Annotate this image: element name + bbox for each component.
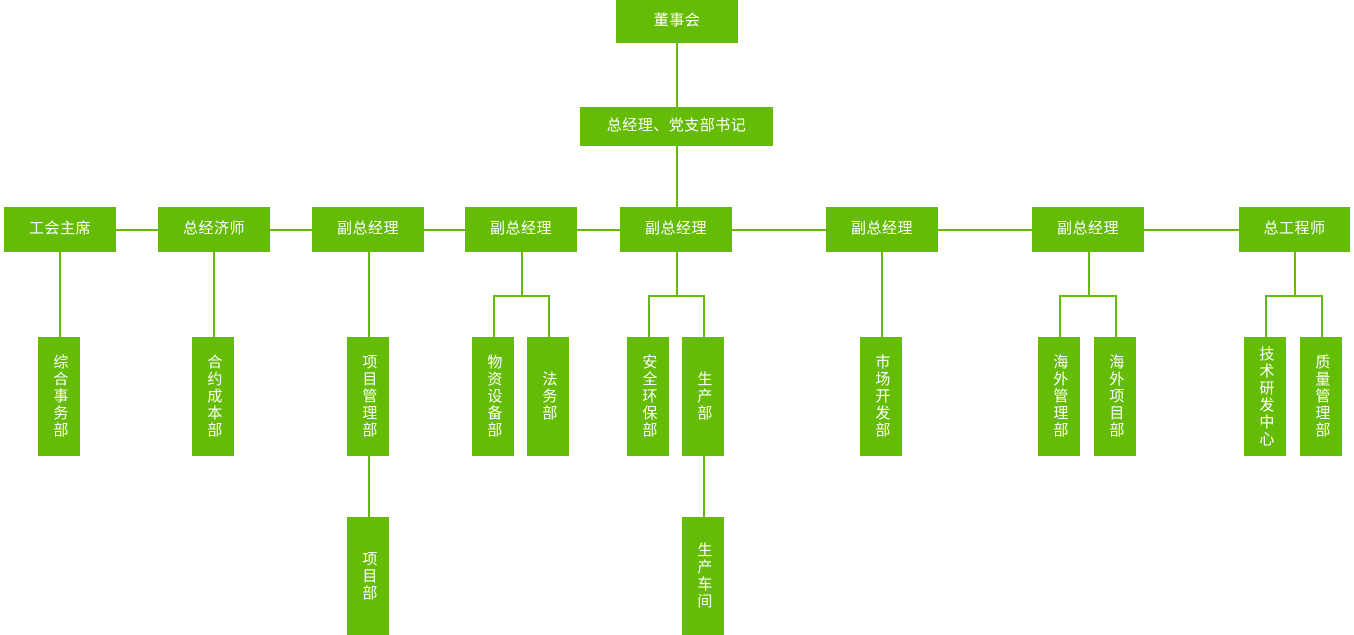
- node-dept-production-label: 生产部: [695, 371, 713, 422]
- connector-deputy-2-bar: [493, 295, 550, 297]
- connector-chief-engineer-bar: [1265, 295, 1323, 297]
- node-deputy-gm-1[interactable]: 副总经理: [312, 207, 424, 252]
- node-dept-overseas-project-label: 海外项目部: [1107, 354, 1125, 439]
- node-deputy-gm-2[interactable]: 副总经理: [465, 207, 577, 252]
- connector-overseas-mgmt-drop: [1059, 295, 1061, 337]
- node-unit-production-workshop[interactable]: 生产车间: [682, 517, 724, 635]
- node-deputy-gm-2-label: 副总经理: [489, 220, 552, 238]
- node-deputy-gm-4-label: 副总经理: [850, 220, 913, 238]
- connector-board-to-gm: [676, 42, 678, 107]
- connector-deputy-5-stem: [1088, 252, 1090, 296]
- connector-materials-drop: [493, 295, 495, 337]
- connector-safety-drop: [648, 295, 650, 337]
- node-dept-production[interactable]: 生产部: [682, 337, 724, 456]
- node-deputy-gm-5[interactable]: 副总经理: [1032, 207, 1144, 252]
- node-deputy-gm-3-label: 副总经理: [644, 220, 707, 238]
- node-deputy-gm-3[interactable]: 副总经理: [620, 207, 732, 252]
- connector-deputy-1-drop: [368, 252, 370, 337]
- node-chief-economist[interactable]: 总经济师: [158, 207, 270, 252]
- node-deputy-gm-1-label: 副总经理: [336, 220, 399, 238]
- connector-deputy-4-drop: [881, 252, 883, 337]
- node-chief-engineer-label: 总工程师: [1263, 220, 1326, 238]
- node-dept-market-development[interactable]: 市场开发部: [860, 337, 902, 456]
- connector-quality-drop: [1321, 295, 1323, 337]
- connector-union-chair-drop: [59, 252, 61, 337]
- node-dept-general-affairs-label: 综合事务部: [51, 354, 69, 439]
- node-dept-market-development-label: 市场开发部: [873, 354, 891, 439]
- connector-deputy-3-stem: [676, 252, 678, 296]
- node-dept-tech-rd-center[interactable]: 技术研发中心: [1244, 337, 1286, 456]
- node-board-label: 董事会: [653, 12, 701, 30]
- node-union-chair[interactable]: 工会主席: [4, 207, 116, 252]
- node-dept-project-management-label: 项目管理部: [360, 354, 378, 439]
- connector-overseas-project-drop: [1115, 295, 1117, 337]
- connector-deputy-5-bar: [1059, 295, 1117, 297]
- node-unit-project-dept[interactable]: 项目部: [347, 517, 389, 635]
- node-dept-legal[interactable]: 法务部: [527, 337, 569, 456]
- node-deputy-gm-4[interactable]: 副总经理: [826, 207, 938, 252]
- node-dept-overseas-management-label: 海外管理部: [1051, 354, 1069, 439]
- node-general-manager-label: 总经理、党支部书记: [606, 117, 747, 135]
- node-dept-quality-management[interactable]: 质量管理部: [1300, 337, 1342, 456]
- node-dept-quality-management-label: 质量管理部: [1313, 354, 1331, 439]
- node-chief-economist-label: 总经济师: [182, 220, 245, 238]
- connector-production-drop: [703, 295, 705, 337]
- node-union-chair-label: 工会主席: [28, 220, 91, 238]
- connector-chief-economist-drop: [213, 252, 215, 337]
- node-chief-engineer[interactable]: 总工程师: [1239, 207, 1350, 252]
- connector-legal-drop: [548, 295, 550, 337]
- node-unit-production-workshop-label: 生产车间: [695, 542, 713, 610]
- connector-deputy-2-stem: [521, 252, 523, 296]
- node-dept-legal-label: 法务部: [540, 371, 558, 422]
- connector-chief-engineer-stem: [1294, 252, 1296, 296]
- node-board[interactable]: 董事会: [616, 0, 738, 43]
- node-dept-contract-cost[interactable]: 合约成本部: [192, 337, 234, 456]
- node-deputy-gm-5-label: 副总经理: [1056, 220, 1119, 238]
- connector-production-to-workshop: [703, 456, 705, 518]
- node-dept-tech-rd-center-label: 技术研发中心: [1257, 345, 1275, 448]
- node-dept-general-affairs[interactable]: 综合事务部: [38, 337, 80, 456]
- connector-deputy-3-bar: [648, 295, 705, 297]
- node-general-manager[interactable]: 总经理、党支部书记: [580, 107, 773, 146]
- node-dept-safety-environment-label: 安全环保部: [640, 354, 658, 439]
- node-dept-project-management[interactable]: 项目管理部: [347, 337, 389, 456]
- connector-project-mgmt-to-project-dept: [368, 456, 370, 518]
- node-dept-materials-equipment-label: 物资设备部: [485, 354, 503, 439]
- node-dept-contract-cost-label: 合约成本部: [205, 354, 223, 439]
- connector-tech-rd-drop: [1265, 295, 1267, 337]
- node-dept-overseas-management[interactable]: 海外管理部: [1038, 337, 1080, 456]
- node-dept-materials-equipment[interactable]: 物资设备部: [472, 337, 514, 456]
- connector-gm-to-bus: [676, 145, 678, 207]
- node-unit-project-dept-label: 项目部: [360, 550, 378, 602]
- node-dept-overseas-project[interactable]: 海外项目部: [1094, 337, 1136, 456]
- node-dept-safety-environment[interactable]: 安全环保部: [627, 337, 669, 456]
